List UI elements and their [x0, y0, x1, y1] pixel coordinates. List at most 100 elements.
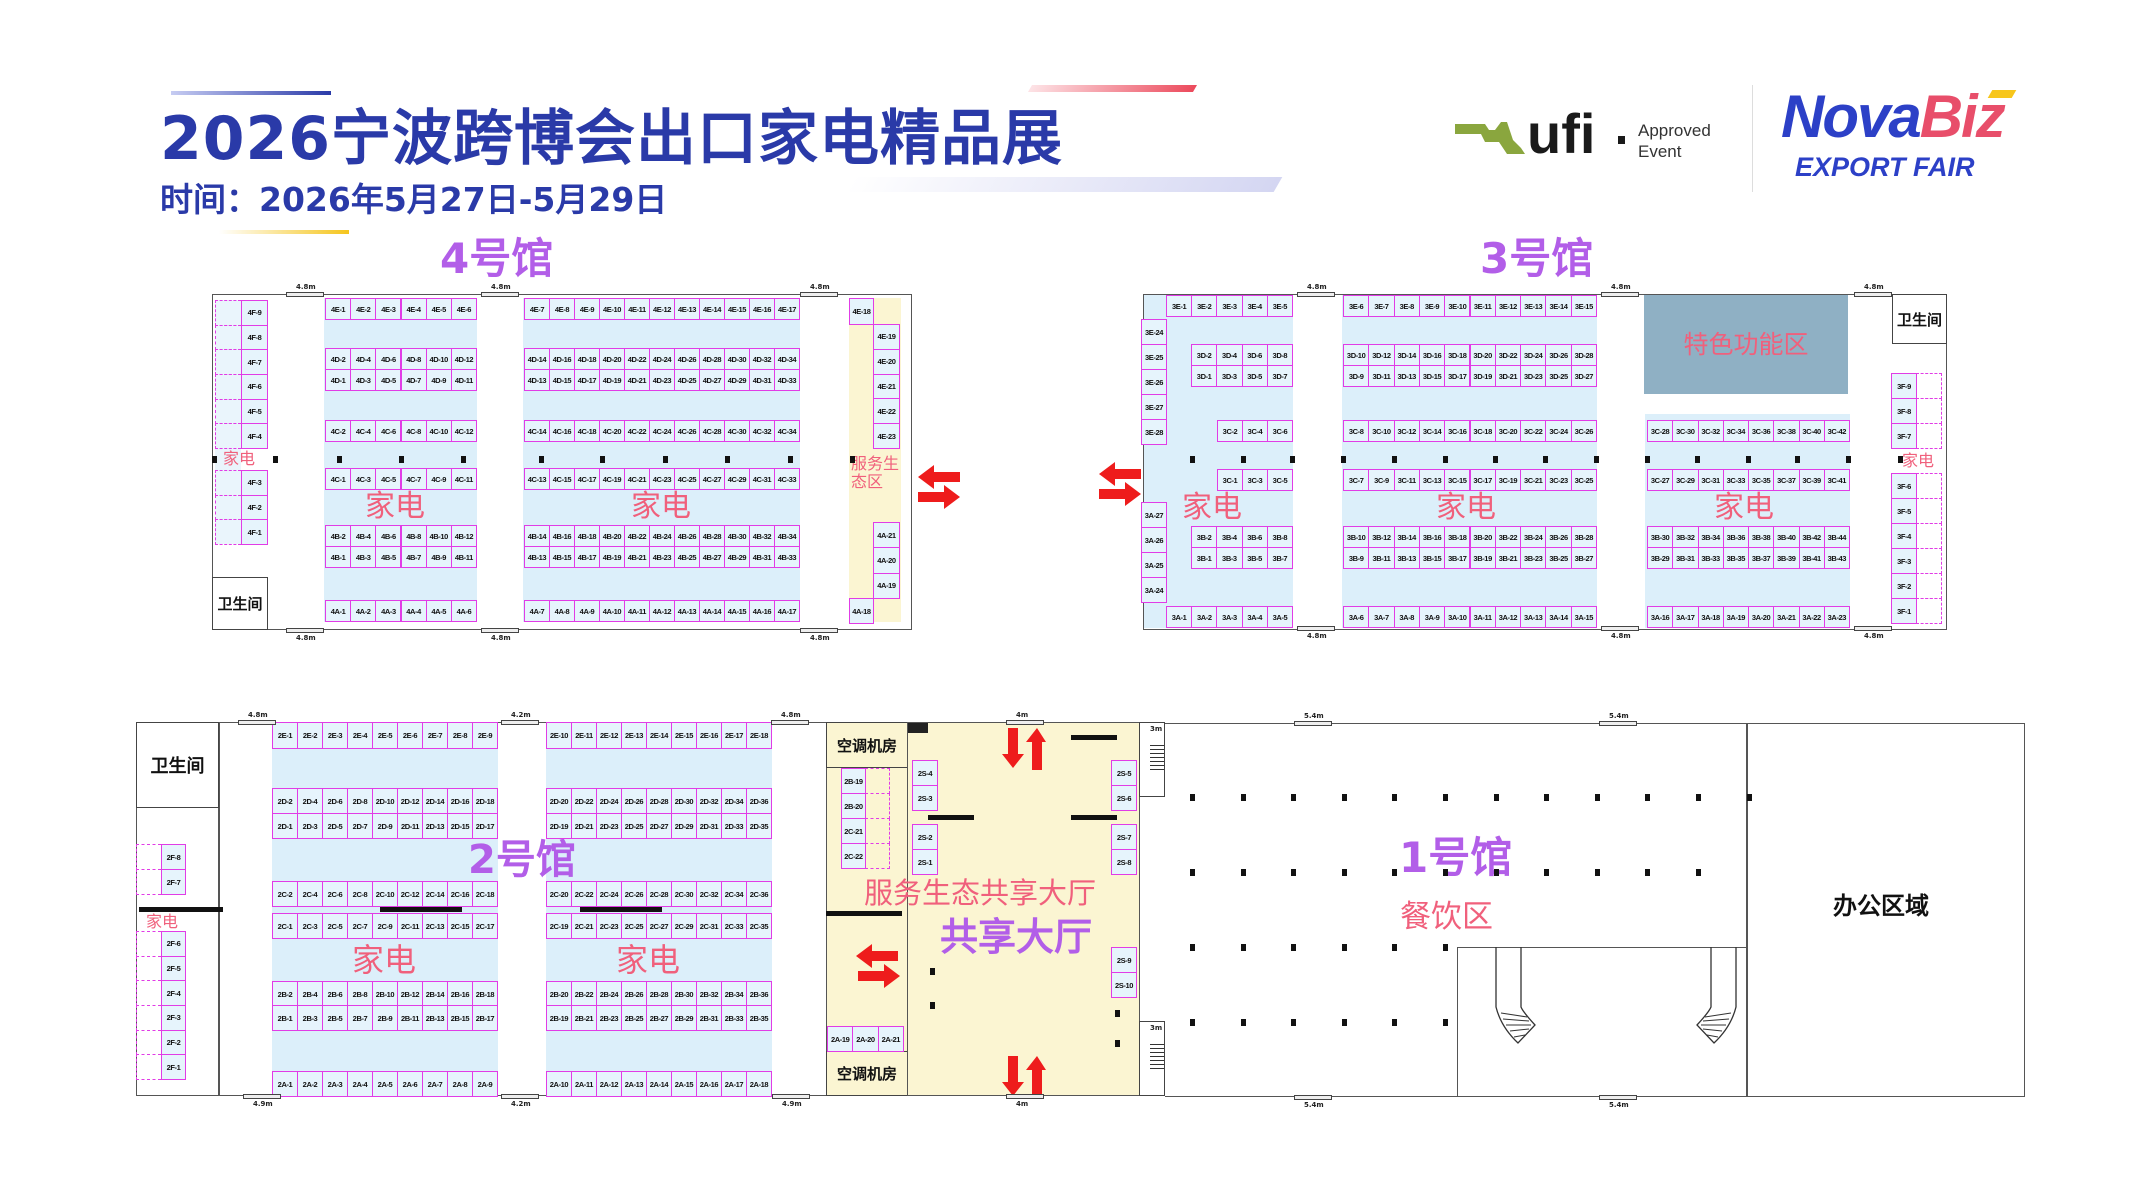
booth-2f-2[interactable]: 2F-2	[161, 1029, 186, 1056]
booth-3b-21[interactable]: 3B-21	[1494, 547, 1522, 569]
booth-2a-11[interactable]: 2A-11	[571, 1071, 597, 1097]
booth-2a-21[interactable]: 2A-21	[877, 1026, 904, 1052]
booth-4a-7[interactable]: 4A-7	[524, 600, 550, 622]
booth-3c-24[interactable]: 3C-24	[1545, 420, 1572, 442]
booth-4e-15[interactable]: 4E-15	[724, 298, 750, 320]
booth-4d-25[interactable]: 4D-25	[674, 369, 700, 391]
booth-2c-31[interactable]: 2C-31	[696, 913, 722, 939]
booth-4c-10[interactable]: 4C-10	[425, 420, 452, 442]
booth-2b-36[interactable]: 2B-36	[746, 981, 772, 1007]
booth-4b-32[interactable]: 4B-32	[749, 525, 775, 547]
booth-4b-30[interactable]: 4B-30	[724, 525, 750, 547]
booth-3d-18[interactable]: 3D-18	[1444, 344, 1471, 366]
booth-3e-1[interactable]: 3E-1	[1166, 295, 1193, 317]
booth-2d-16[interactable]: 2D-16	[447, 788, 473, 814]
booth-3b-18[interactable]: 3B-18	[1444, 526, 1471, 548]
booth-3c-16[interactable]: 3C-16	[1444, 420, 1471, 442]
booth-4e-7[interactable]: 4E-7	[524, 298, 550, 320]
booth-4b-9[interactable]: 4B-9	[425, 546, 452, 568]
booth-2c-18[interactable]: 2C-18	[472, 881, 498, 907]
booth-3c-6[interactable]: 3C-6	[1267, 420, 1293, 442]
booth-2a-16[interactable]: 2A-16	[696, 1071, 722, 1097]
booth-4c-30[interactable]: 4C-30	[724, 420, 750, 442]
booth-2c-17[interactable]: 2C-17	[472, 913, 498, 939]
booth-2d-12[interactable]: 2D-12	[397, 788, 423, 814]
booth-2b-13[interactable]: 2B-13	[422, 1005, 448, 1031]
booth-4c-18[interactable]: 4C-18	[574, 420, 600, 442]
booth-2c-32[interactable]: 2C-32	[696, 881, 722, 907]
booth-4b-26[interactable]: 4B-26	[674, 525, 700, 547]
booth-4c-31[interactable]: 4C-31	[749, 468, 775, 490]
booth-2c-23[interactable]: 2C-23	[596, 913, 622, 939]
booth-2d-30[interactable]: 2D-30	[671, 788, 697, 814]
booth-2d-9[interactable]: 2D-9	[372, 813, 398, 839]
booth-2b-4[interactable]: 2B-4	[297, 981, 323, 1007]
booth-4d-15[interactable]: 4D-15	[549, 369, 575, 391]
booth-2a-14[interactable]: 2A-14	[646, 1071, 672, 1097]
booth-4a-2[interactable]: 4A-2	[350, 600, 377, 622]
booth-3e-5[interactable]: 3E-5	[1266, 295, 1293, 317]
booth-4c-7[interactable]: 4C-7	[400, 468, 427, 490]
booth-3d-17[interactable]: 3D-17	[1444, 365, 1471, 387]
booth-4d-26[interactable]: 4D-26	[674, 348, 700, 370]
booth-4b-2[interactable]: 4B-2	[325, 525, 352, 547]
booth-3c-35[interactable]: 3C-35	[1748, 469, 1775, 491]
booth-2d-5[interactable]: 2D-5	[322, 813, 348, 839]
booth-3b-35[interactable]: 3B-35	[1722, 547, 1749, 569]
booth-3e-24[interactable]: 3E-24	[1141, 319, 1167, 345]
booth-3c-30[interactable]: 3C-30	[1672, 420, 1699, 442]
booth-4c-33[interactable]: 4C-33	[774, 468, 800, 490]
booth-3d-10[interactable]: 3D-10	[1343, 344, 1370, 366]
booth-3e-7[interactable]: 3E-7	[1368, 295, 1395, 317]
booth-4d-14[interactable]: 4D-14	[524, 348, 550, 370]
booth-4b-16[interactable]: 4B-16	[549, 525, 575, 547]
booth-4b-21[interactable]: 4B-21	[624, 546, 650, 568]
booth-3e-13[interactable]: 3E-13	[1520, 295, 1547, 317]
booth-3d-6[interactable]: 3D-6	[1241, 344, 1268, 366]
booth-3a-25[interactable]: 3A-25	[1141, 552, 1167, 578]
booth-4b-33[interactable]: 4B-33	[774, 546, 800, 568]
booth-4c-21[interactable]: 4C-21	[624, 468, 650, 490]
booth-4d-7[interactable]: 4D-7	[400, 369, 427, 391]
booth-3b-37[interactable]: 3B-37	[1748, 547, 1775, 569]
booth-2d-21[interactable]: 2D-21	[571, 813, 597, 839]
booth-4c-1[interactable]: 4C-1	[325, 468, 352, 490]
booth-2s-10[interactable]: 2S-10	[1111, 972, 1137, 998]
booth-2d-2[interactable]: 2D-2	[272, 788, 298, 814]
booth-3c-37[interactable]: 3C-37	[1773, 469, 1800, 491]
booth-4a-1[interactable]: 4A-1	[325, 600, 352, 622]
booth-2c-10[interactable]: 2C-10	[372, 881, 398, 907]
booth-4b-20[interactable]: 4B-20	[599, 525, 625, 547]
booth-4b-14[interactable]: 4B-14	[524, 525, 550, 547]
booth-4f-4[interactable]: 4F-4	[241, 423, 268, 449]
booth-4c-26[interactable]: 4C-26	[674, 420, 700, 442]
booth-3a-4[interactable]: 3A-4	[1241, 606, 1268, 628]
booth-2c-34[interactable]: 2C-34	[721, 881, 747, 907]
booth-2b-27[interactable]: 2B-27	[646, 1005, 672, 1031]
booth-2c-36[interactable]: 2C-36	[746, 881, 772, 907]
booth-3e-12[interactable]: 3E-12	[1494, 295, 1522, 317]
booth-4a-8[interactable]: 4A-8	[549, 600, 575, 622]
booth-3f-1[interactable]: 3F-1	[1891, 598, 1917, 624]
booth-4d-30[interactable]: 4D-30	[724, 348, 750, 370]
booth-4d-21[interactable]: 4D-21	[624, 369, 650, 391]
booth-4e-23[interactable]: 4E-23	[873, 423, 900, 449]
booth-2d-32[interactable]: 2D-32	[696, 788, 722, 814]
booth-4c-9[interactable]: 4C-9	[425, 468, 452, 490]
booth-4e-10[interactable]: 4E-10	[599, 298, 625, 320]
booth-3a-26[interactable]: 3A-26	[1141, 527, 1167, 553]
booth-3b-2[interactable]: 3B-2	[1191, 526, 1218, 548]
booth-3b-10[interactable]: 3B-10	[1343, 526, 1370, 548]
booth-4e-21[interactable]: 4E-21	[873, 373, 900, 400]
booth-3a-6[interactable]: 3A-6	[1343, 606, 1370, 628]
booth-2d-24[interactable]: 2D-24	[596, 788, 622, 814]
booth-4b-28[interactable]: 4B-28	[699, 525, 725, 547]
booth-4a-17[interactable]: 4A-17	[774, 600, 800, 622]
booth-4b-5[interactable]: 4B-5	[375, 546, 402, 568]
booth-2a-5[interactable]: 2A-5	[372, 1071, 398, 1097]
booth-4d-9[interactable]: 4D-9	[425, 369, 452, 391]
booth-2a-8[interactable]: 2A-8	[447, 1071, 473, 1097]
booth-3b-36[interactable]: 3B-36	[1722, 526, 1749, 548]
booth-3c-32[interactable]: 3C-32	[1697, 420, 1724, 442]
booth-4e-13[interactable]: 4E-13	[674, 298, 700, 320]
